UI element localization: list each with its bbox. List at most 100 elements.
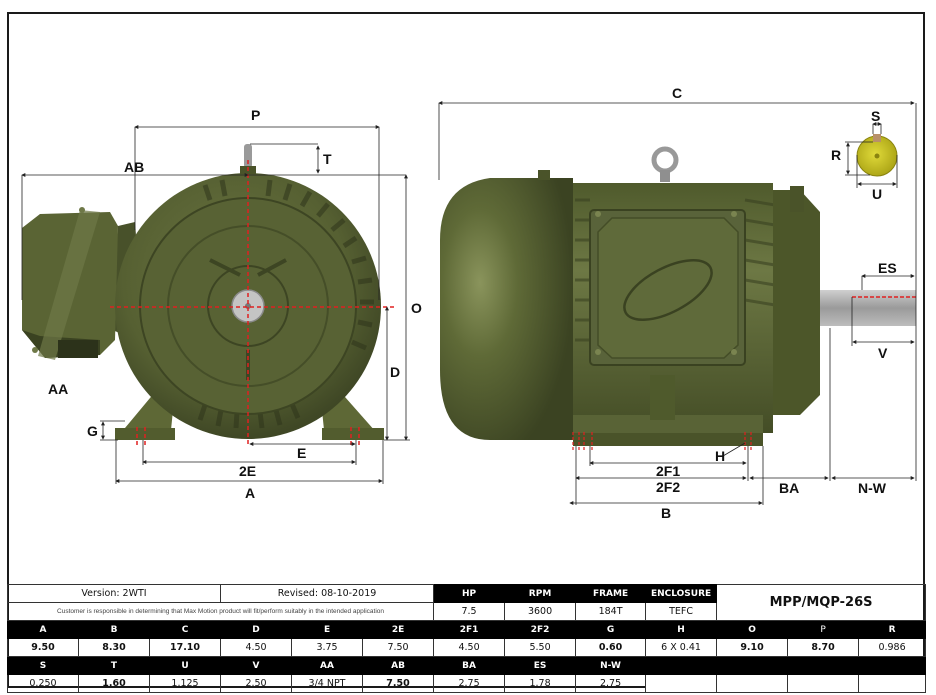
dim-value-2F2: 5.50 xyxy=(504,638,577,657)
dim-header-empty xyxy=(787,656,860,675)
eyebolt-side xyxy=(651,146,679,174)
info-row-1: Version: 2WTI Revised: 08-10-2019 HP RPM… xyxy=(6,584,927,621)
dim-value-2E: 7.50 xyxy=(362,638,435,657)
dim-value-empty xyxy=(716,674,789,693)
dim-value-empty xyxy=(858,674,927,693)
label-2F1: 2F1 xyxy=(656,463,680,479)
dim-value-BA: 2.75 xyxy=(433,674,506,693)
dim-header: D xyxy=(220,620,293,639)
dim-value-G: 0.60 xyxy=(575,638,647,657)
label-AB: AB xyxy=(124,159,144,175)
motor-dimension-drawing: P T AB O AA D G E 2E A xyxy=(21,85,917,521)
dim-value-ES: 1.78 xyxy=(504,674,577,693)
shaft-shoulder xyxy=(820,290,840,326)
dim-header: A xyxy=(7,620,79,639)
dim-value-C: 17.10 xyxy=(148,638,222,657)
info-row-2: Customer is responsible in determining t… xyxy=(6,602,926,621)
shaft-key xyxy=(873,134,881,142)
dim-value-P: 8.70 xyxy=(787,638,860,657)
dim-header: G xyxy=(575,620,647,639)
dim-value-V: 2.50 xyxy=(220,674,293,693)
revised-text: Revised: 08-10-2019 xyxy=(220,584,435,603)
value-hp: 7.5 xyxy=(433,602,506,621)
value-frame: 184T xyxy=(575,602,647,621)
dim-header: N-W xyxy=(575,656,647,675)
dim-value-O: 9.10 xyxy=(716,638,789,657)
label-V: V xyxy=(878,345,888,361)
dim-header: T xyxy=(78,656,150,675)
label-A: A xyxy=(245,485,255,501)
dim-value-2F1: 4.50 xyxy=(433,638,506,657)
label-D: D xyxy=(390,364,400,380)
dim-value-D: 4.50 xyxy=(220,638,293,657)
dim-header: E xyxy=(291,620,364,639)
label-B: B xyxy=(661,505,671,521)
dim-header: V xyxy=(220,656,293,675)
dim-value-row-2: 0.250 1.60 1.125 2.50 3/4 NPT 7.50 2.75 … xyxy=(7,674,927,693)
eyebolt-front xyxy=(244,144,252,168)
dim-value-H: 6 X 0.41 xyxy=(645,638,718,657)
label-ES: ES xyxy=(878,260,897,276)
header-frame: FRAME xyxy=(575,584,647,603)
dim-header: H xyxy=(645,620,718,639)
side-view: C S R U ES V H 2F1 2F2 BA N-W B xyxy=(438,85,917,521)
side-foot xyxy=(573,415,763,433)
label-2E: 2E xyxy=(239,463,256,479)
header-hp: HP xyxy=(433,584,506,603)
model-number: MPP/MQP-26S xyxy=(716,584,927,621)
value-rpm: 3600 xyxy=(504,602,577,621)
logo-ellipse xyxy=(623,258,713,322)
header-rpm: RPM xyxy=(504,584,577,603)
label-G: G xyxy=(87,423,98,439)
dim-value-empty xyxy=(787,674,860,693)
front-view: P T AB O AA D G E 2E A xyxy=(21,107,422,501)
label-P: P xyxy=(251,107,260,123)
version-text: Version: 2WTI xyxy=(6,584,222,603)
label-C: C xyxy=(672,85,682,101)
dim-header: U xyxy=(148,656,222,675)
label-BA: BA xyxy=(779,480,799,496)
dim-header: S xyxy=(7,656,79,675)
dim-header-row-1: A B C D E 2E 2F1 2F2 G H O P R xyxy=(7,620,927,639)
label-E: E xyxy=(297,445,306,461)
dim-header: 2F2 xyxy=(504,620,577,639)
label-R: R xyxy=(831,147,841,163)
label-S: S xyxy=(871,108,880,124)
dim-header: C xyxy=(148,620,222,639)
label-AA: AA xyxy=(48,381,68,397)
dim-header: R xyxy=(858,620,927,639)
label-N-W: N-W xyxy=(858,480,887,496)
dim-header: 2E xyxy=(362,620,435,639)
dim-header: B xyxy=(78,620,150,639)
label-T: T xyxy=(323,151,332,167)
spec-table: Version: 2WTI Revised: 08-10-2019 HP RPM… xyxy=(6,584,927,693)
dim-value-AB: 7.50 xyxy=(362,674,435,693)
drive-end-bracket xyxy=(773,190,820,415)
label-O: O xyxy=(411,300,422,316)
dim-value-T: 1.60 xyxy=(78,674,150,693)
dim-header-empty xyxy=(858,656,927,675)
dim-value-S: 0.250 xyxy=(7,674,79,693)
dim-header: AA xyxy=(291,656,364,675)
dim-value-empty xyxy=(645,674,718,693)
dim-header: P xyxy=(787,620,860,639)
dim-value-B: 8.30 xyxy=(78,638,150,657)
dim-value-row-1: 9.50 8.30 17.10 4.50 3.75 7.50 4.50 5.50… xyxy=(7,638,927,657)
dim-header-empty xyxy=(716,656,789,675)
dim-header-row-2: S T U V AA AB BA ES N-W xyxy=(7,656,927,675)
dim-header-empty xyxy=(645,656,718,675)
disclaimer-text: Customer is responsible in determining t… xyxy=(6,602,435,621)
dim-header: BA xyxy=(433,656,506,675)
dim-value-E: 3.75 xyxy=(291,638,364,657)
dim-value-AA: 3/4 NPT xyxy=(291,674,364,693)
label-U: U xyxy=(872,186,882,202)
label-H: H xyxy=(715,448,725,464)
dim-value-U: 1.125 xyxy=(148,674,222,693)
shaft-side xyxy=(840,290,916,326)
dim-value-N-W: 2.75 xyxy=(575,674,647,693)
value-enclosure: TEFC xyxy=(645,602,718,621)
header-enclosure: ENCLOSURE xyxy=(645,584,718,603)
dim-header: O xyxy=(716,620,789,639)
dim-header: AB xyxy=(362,656,435,675)
fan-cover xyxy=(440,178,573,440)
